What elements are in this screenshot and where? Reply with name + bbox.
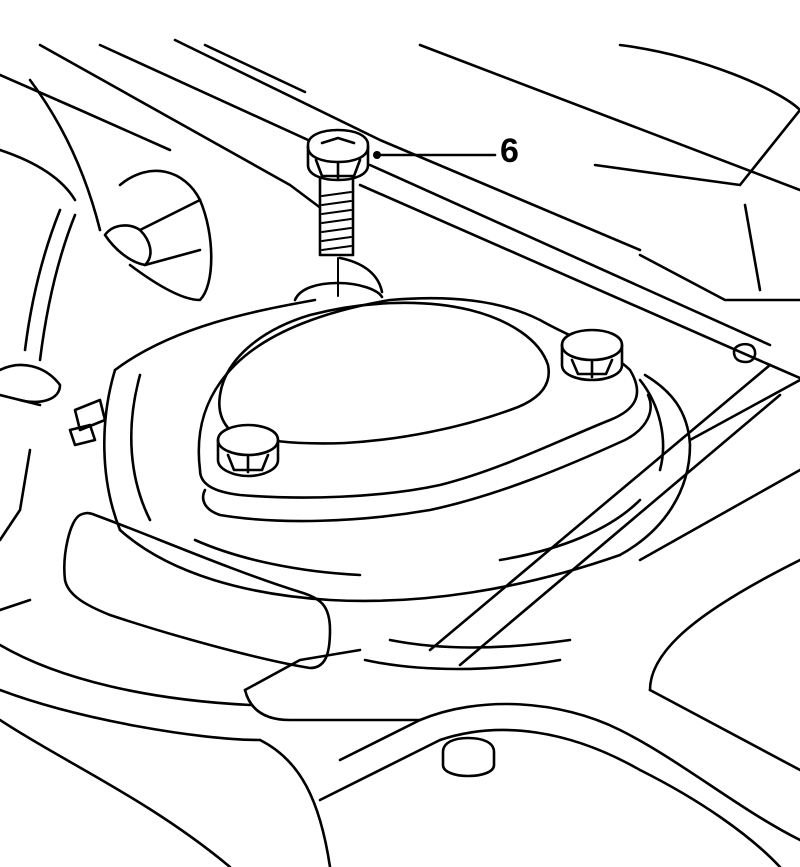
left-pad bbox=[0, 448, 332, 670]
mount-plate bbox=[197, 256, 652, 523]
lower-boss bbox=[441, 736, 496, 778]
body-panel-lines bbox=[0, 38, 800, 367]
callout-label-6: 6 bbox=[500, 132, 519, 170]
hose-assembly bbox=[0, 169, 213, 447]
bolt-item-6 bbox=[306, 128, 370, 297]
right-body-panels bbox=[0, 342, 800, 867]
nut-right bbox=[560, 328, 624, 382]
nut-left bbox=[216, 423, 280, 478]
callout-leader bbox=[373, 151, 497, 159]
strut-tower bbox=[103, 298, 692, 671]
